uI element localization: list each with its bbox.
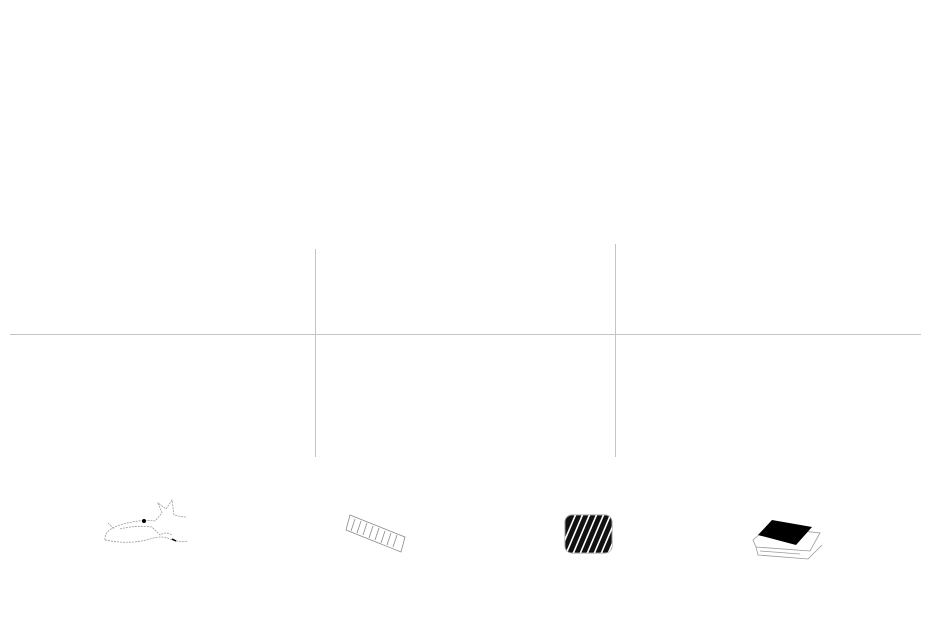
horizontal-divider [10, 334, 921, 335]
striped-pad-icon [564, 514, 613, 554]
vertical-divider-left [315, 249, 316, 457]
vertical-divider-right [615, 244, 616, 457]
stacked-tray-icon [752, 520, 823, 560]
sleeping-cat-icon [104, 498, 189, 543]
keyboard-strip-icon [345, 514, 406, 553]
